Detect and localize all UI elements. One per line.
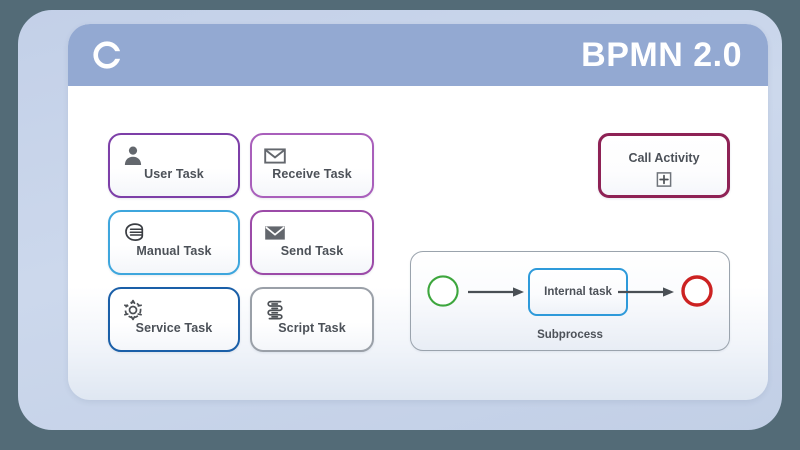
- script-scroll-icon: [263, 298, 287, 322]
- task-card-service-task[interactable]: Service Task: [108, 287, 240, 352]
- task-card-script-task[interactable]: Script Task: [250, 287, 374, 352]
- subprocess-label: Subprocess: [537, 329, 603, 341]
- start-event-circle-icon[interactable]: [426, 274, 460, 308]
- page-title: BPMN 2.0: [581, 36, 742, 74]
- diagram-card: BPMN 2.0 User Task: [68, 24, 768, 400]
- outer-frame: BPMN 2.0 User Task: [18, 10, 782, 430]
- call-activity-label: Call Activity: [628, 151, 700, 165]
- plus-box-marker-icon: [656, 172, 672, 187]
- diagram-canvas: User Task Receive Task: [68, 86, 768, 400]
- call-activity-card[interactable]: Call Activity: [598, 133, 730, 198]
- hand-icon: [121, 221, 145, 245]
- circle-c-logo-icon: [90, 38, 124, 72]
- gear-icon: [121, 298, 145, 322]
- task-label: User Task: [144, 167, 204, 181]
- envelope-filled-icon: [263, 221, 287, 245]
- header-band: BPMN 2.0: [68, 24, 768, 86]
- task-label: Service Task: [135, 321, 213, 335]
- subprocess-container[interactable]: Internal task Subprocess: [410, 251, 730, 351]
- task-card-manual-task[interactable]: Manual Task: [108, 210, 240, 275]
- task-card-receive-task[interactable]: Receive Task: [250, 133, 374, 198]
- task-card-send-task[interactable]: Send Task: [250, 210, 374, 275]
- task-label: Script Task: [278, 321, 346, 335]
- internal-task-label: Internal task: [544, 286, 612, 298]
- envelope-outline-icon: [263, 144, 287, 168]
- sequence-flow-arrow-icon: [618, 285, 676, 297]
- task-card-user-task[interactable]: User Task: [108, 133, 240, 198]
- internal-task-box[interactable]: Internal task: [528, 268, 628, 316]
- task-label: Manual Task: [136, 244, 212, 258]
- sequence-flow-arrow-icon: [468, 285, 526, 297]
- user-icon: [121, 144, 145, 168]
- end-event-circle-icon[interactable]: [680, 274, 714, 308]
- task-label: Send Task: [280, 244, 344, 258]
- task-label: Receive Task: [272, 167, 352, 181]
